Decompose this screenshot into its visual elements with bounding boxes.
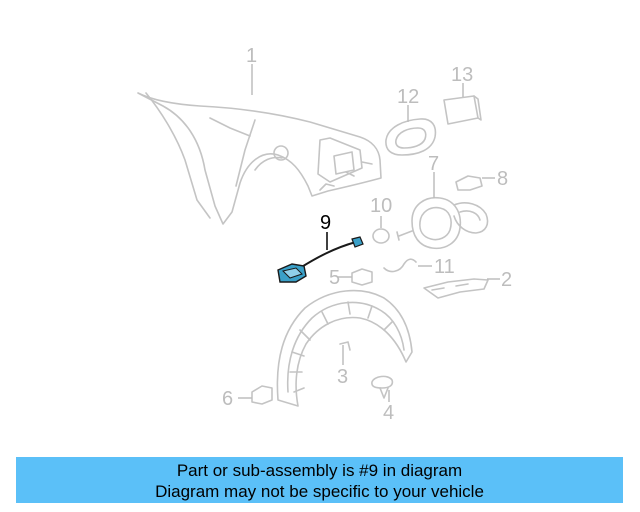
fuel-door-assembly-part-7: [396, 196, 489, 250]
callout-2: 2: [501, 269, 512, 291]
banner-line-part-number: Part or sub-assembly is #9 in diagram: [176, 461, 463, 480]
callout-11: 11: [434, 256, 455, 278]
pad-part-13: [443, 95, 482, 125]
grommet-part-10: [372, 228, 390, 244]
wheel-liner-part-3: [276, 289, 413, 407]
clip-part-8: [455, 175, 483, 191]
callout-7: 7: [428, 153, 439, 175]
callout-9: 9: [320, 212, 331, 234]
banner-line-disclaimer: Diagram may not be specific to your vehi…: [155, 482, 484, 501]
parts-diagram: 1 12 13 7 8 10 11 2: [137, 45, 512, 424]
callout-12: 12: [397, 86, 419, 108]
callout-6: 6: [222, 388, 233, 410]
callout-8: 8: [497, 168, 508, 190]
callout-1: 1: [246, 45, 257, 67]
quarter-panel-part-1: [137, 92, 382, 225]
info-banner: Part or sub-assembly is #9 in diagram Di…: [16, 457, 623, 503]
clip-part-6: [251, 385, 273, 405]
callout-13: 13: [451, 64, 473, 86]
callout-4: 4: [383, 402, 394, 424]
rod-part-11: [383, 258, 417, 273]
clip-part-5: [351, 268, 373, 286]
callout-10: 10: [370, 195, 392, 217]
push-pin-part-4: [371, 375, 394, 399]
actuator-cable-part-9: [277, 236, 364, 283]
callout-3: 3: [337, 366, 348, 388]
gasket-part-12: [385, 118, 437, 156]
callout-5: 5: [329, 267, 340, 289]
bracket-part-2: [423, 278, 489, 299]
